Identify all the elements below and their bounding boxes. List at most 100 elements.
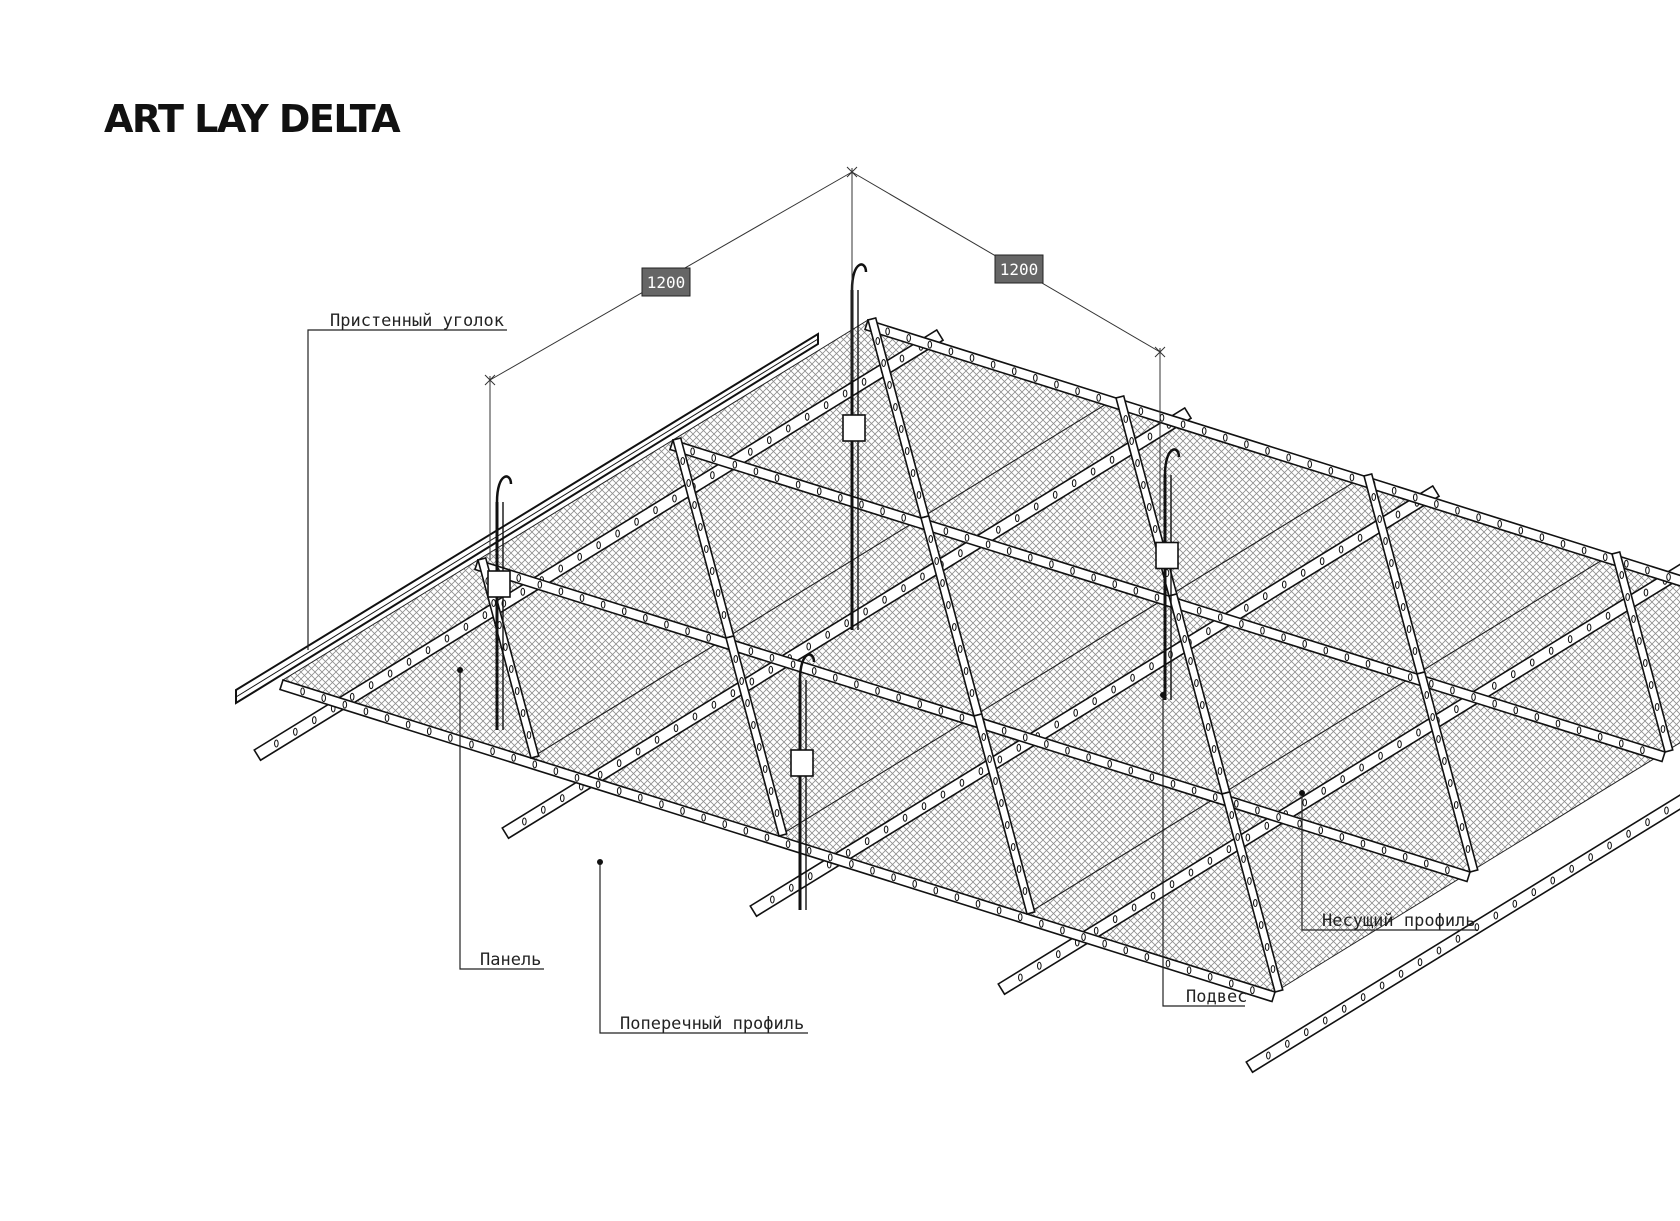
profile-slot [1406,624,1412,633]
profile-slot [1244,603,1249,612]
profile-slot [1531,888,1537,897]
profile-slot [1412,646,1418,655]
profile-slot [1381,846,1387,855]
profile-slot [1442,756,1447,765]
dimension-badge-right: 1200 [994,254,1044,284]
profile-slot [904,446,910,455]
profile-slot [1434,500,1439,509]
profile-slot [1322,1016,1328,1025]
profile-slot [928,534,934,543]
profile-slot [733,654,739,663]
profile-slot [999,798,1004,807]
profile-slot [790,660,796,669]
profile-slot [690,447,695,456]
profile-slot [1028,553,1033,562]
profile-slot [1576,726,1582,735]
profile-slot [849,860,854,869]
profile-slot [739,676,744,685]
hanger-clip [1155,541,1179,570]
profile-slot [1033,502,1039,511]
callout-leaders [307,329,1478,1034]
profile-slot [1073,708,1078,717]
hanger-hook [850,263,868,291]
profile-slot [597,770,603,779]
profile-slot [311,716,317,725]
profile-slot [1141,480,1146,489]
profile-slot [1323,646,1329,655]
profile-slot [1349,473,1355,482]
diagonal-profile [1221,790,1284,993]
profile-slot [511,753,516,762]
hanger-clip [790,749,814,777]
profile-slot [899,424,904,433]
profile-slot [774,473,780,482]
profile-slot [1402,852,1408,861]
profile-slot [406,657,412,666]
profile-slot [882,595,887,604]
profile-slot [509,664,514,673]
profile-slot [1129,436,1134,445]
profile-slot [558,564,564,573]
dimension-right-text: 1200 [1000,260,1039,279]
profile-slot [709,566,715,575]
profile-slot [785,840,791,849]
profile-slot [1471,693,1476,702]
profile-slot [845,848,851,857]
callout-hanger: Подвес [1186,987,1247,1007]
profile-slot [948,347,954,356]
profile-slot [748,447,753,456]
profile-slot [710,471,715,480]
profile-slot [1407,673,1413,682]
profile-slot [532,760,538,769]
profile-slot [1092,697,1097,706]
profile-slot [579,593,585,602]
profile-slot [1245,833,1251,842]
profile-slot [1086,753,1091,762]
profile-slot [899,354,905,363]
diagonal-profile [725,634,788,837]
profile-slot [1200,700,1205,709]
profile-slot [964,533,970,542]
profile-slot [1377,514,1382,523]
profile-slot [1194,678,1199,687]
profile-slot [732,460,738,469]
profile-slot [1391,486,1397,495]
profile-slot [811,666,817,675]
profile-slot [1618,739,1624,748]
profile-slot [1055,950,1061,959]
profile-slot [753,467,759,476]
profile-slot [1091,573,1096,582]
profile-slot [827,853,833,862]
profile-slot [1513,706,1519,715]
profile-slot [1165,959,1171,968]
profile-slot [1497,519,1502,528]
profile-slot [1186,966,1192,975]
profile-slot [595,780,601,789]
main-profile [997,563,1680,996]
profile-slot [1624,559,1629,568]
profile-slot [864,837,870,846]
profile-slot [1338,545,1344,554]
profile-slot [774,808,780,817]
profile-slot [1201,426,1207,435]
profile-slot [1071,479,1077,488]
profile-slot [766,436,772,445]
profile-slot [920,572,925,581]
profile-slot [1416,728,1421,737]
profile-slot [1397,740,1402,749]
profile-slot [1318,826,1324,835]
profile-slot [1664,806,1669,815]
profile-slot [1096,393,1101,402]
profile-slot [1360,839,1366,848]
profile-slot [342,700,348,709]
profile-slot [921,802,927,811]
profile-slot [1250,986,1255,995]
profile-slot [757,742,762,751]
profile-slot [1412,493,1418,502]
profile-slot [1476,513,1481,522]
profile-slot [954,893,960,902]
profile-slot [1270,964,1276,973]
profile-slot [469,740,474,749]
profile-slot [698,522,703,531]
profile-slot [1643,588,1649,597]
